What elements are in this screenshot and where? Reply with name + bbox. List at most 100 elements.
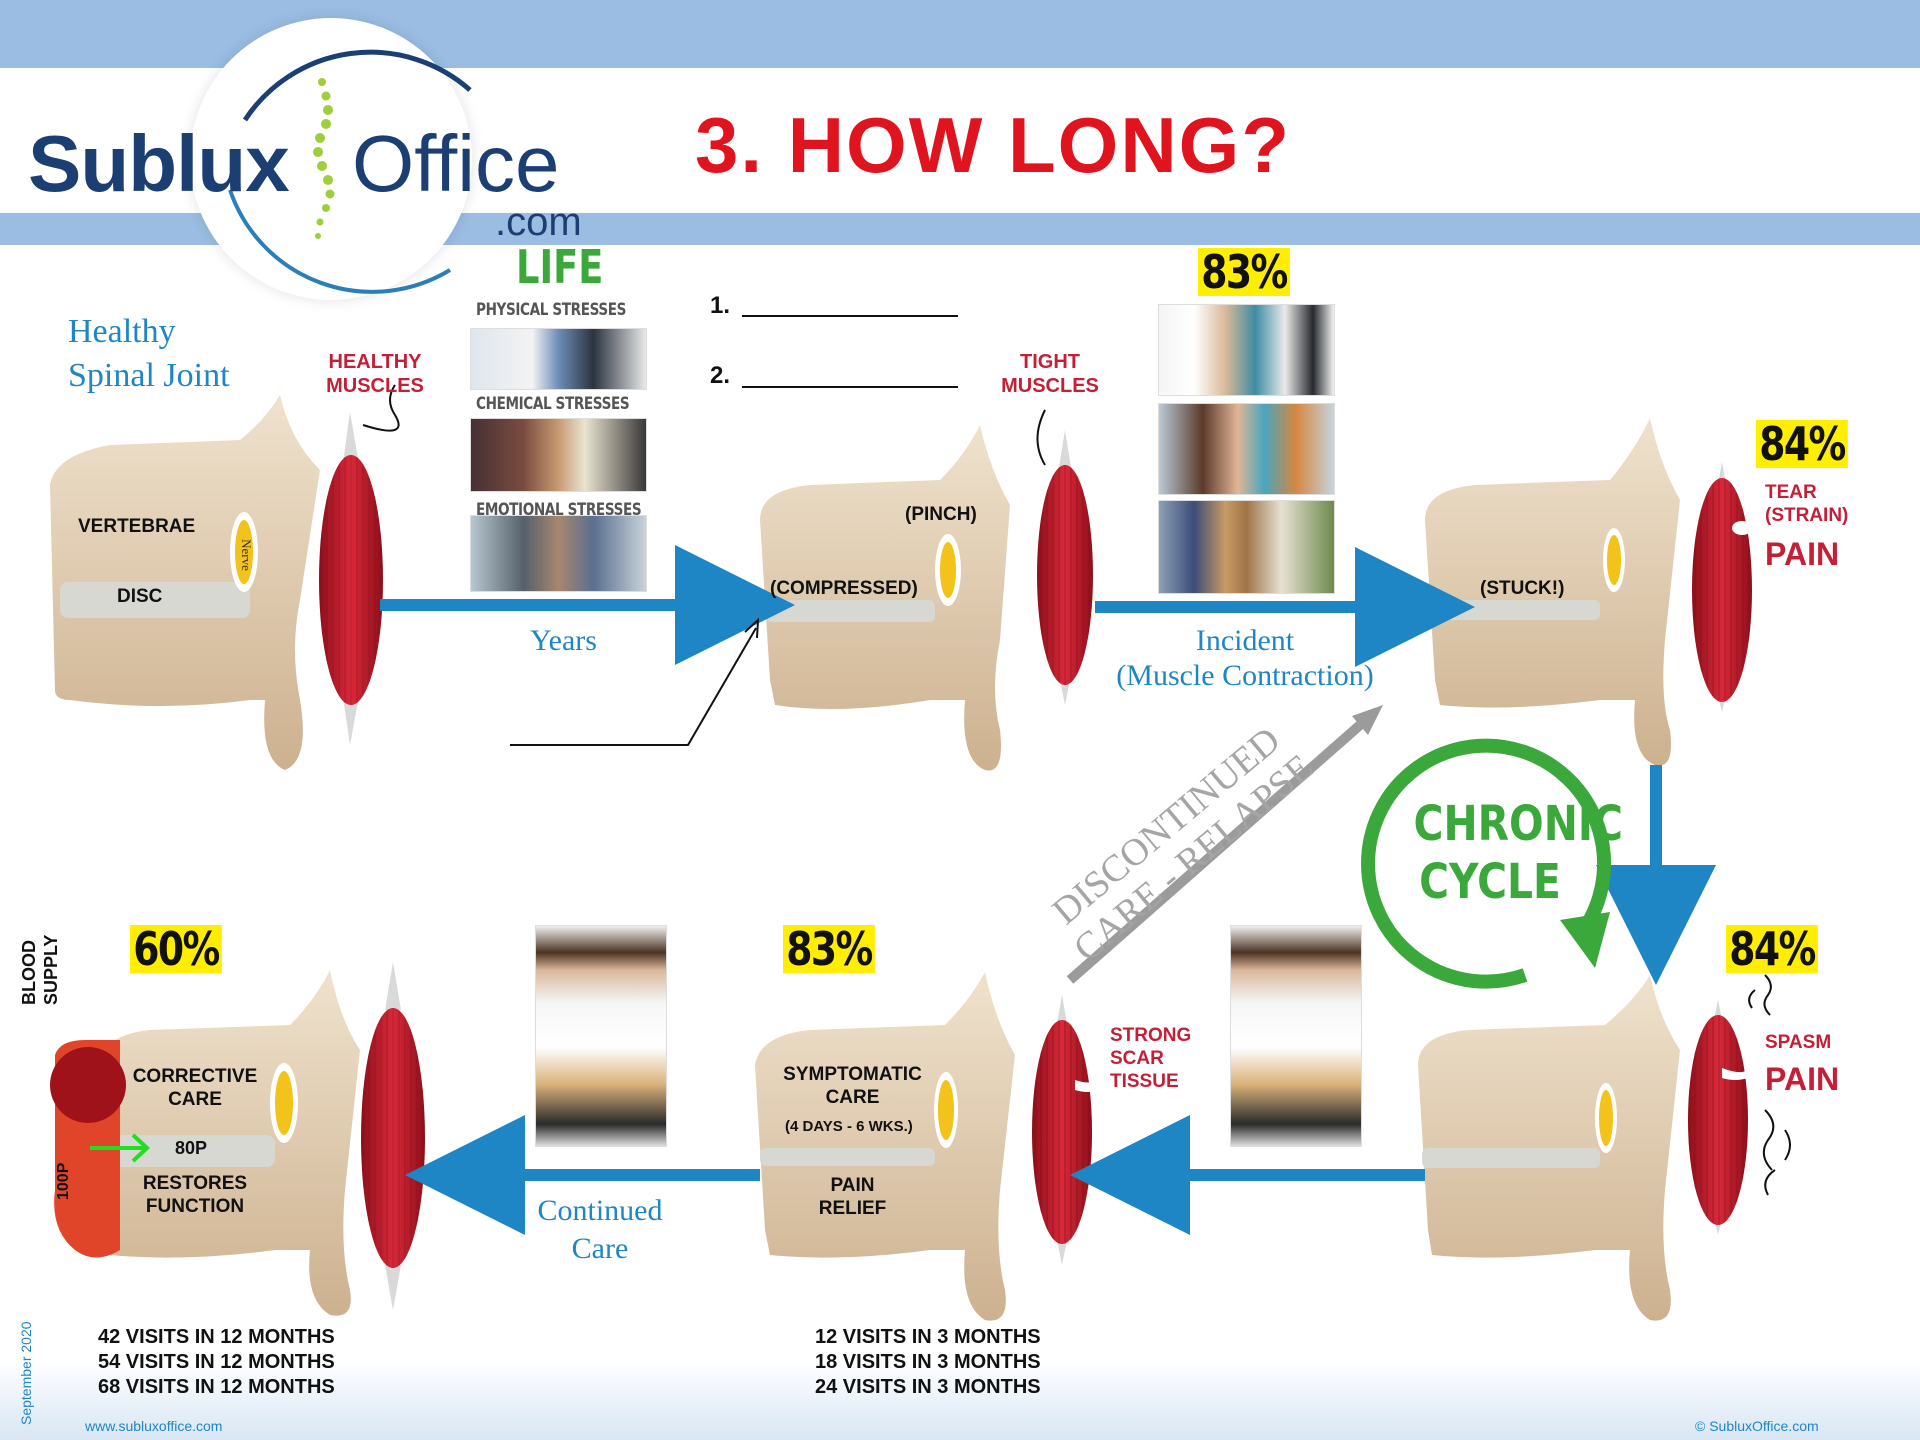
footer-date: September 2020 [18,1321,34,1425]
tear-line2: (STRAIN) [1765,504,1849,526]
emotional-stress-photo [470,515,647,592]
footer-copyright: © SubluxOffice.com [1695,1418,1819,1434]
chronic-line1: CHRONIC [1413,796,1623,852]
incident-photo-1 [1158,304,1335,396]
life-heading: LIFE [516,240,604,294]
tight-muscles-line2: MUSCLES [1001,375,1099,397]
continued-line1: Continued [537,1194,663,1227]
corrective-care-label: CORRECTIVE CARE [125,1066,265,1112]
chronic-cycle-arrow-icon [1361,738,1611,989]
p100-label: 100P [55,1162,72,1200]
chronic-cycle-text: CHRONIC CYCLE [1413,795,1623,911]
pain-label-top: PAIN [1765,536,1840,572]
scar-line1: STRONG [1110,1025,1192,1046]
pinch-label: (PINCH) [905,504,977,525]
muscle-icon [361,962,425,1310]
right-top-percentage: 84% [1756,420,1848,468]
compressed-label: (COMPRESSED) [770,578,918,599]
blood-supply-line2: SUPPLY [41,934,61,1005]
blood-vessel-icon [50,1040,150,1258]
healthy-muscles-label: HEALTHY MUSCLES [315,350,435,398]
p80-label: 80P [175,1138,208,1158]
symptomatic-duration: (4 DAYS - 6 WKS.) [785,1118,913,1135]
right-bottom-percentage: 84% [1726,925,1818,973]
visits-mid-3: 24 VISITS IN 3 MONTHS [815,1376,1041,1398]
muscle-icon [319,412,383,745]
healthy-muscles-line1: HEALTHY [328,351,422,373]
symptomatic-line1: SYMPTOMATIC [783,1064,922,1085]
adjustment-photo-middle [535,925,667,1147]
bottom-middle-percentage: 83% [783,925,875,973]
visits-middle: 12 VISITS IN 3 MONTHS 18 VISITS IN 3 MON… [815,1325,1041,1400]
corrective-line1: CORRECTIVE [132,1066,258,1087]
healthy-line2: Spinal Joint [68,357,230,394]
nerve-label: Nerve [238,539,254,571]
adjustment-photo-right [1230,925,1362,1147]
scar-line2: SCAR [1110,1047,1164,1069]
logo-office[interactable]: Office [352,119,560,208]
pain-relief-line2: RELIEF [818,1197,887,1219]
chronic-line2: CYCLE [1419,854,1561,910]
physical-stresses-label: PHYSICAL STRESSES [476,300,627,320]
top-middle-percentage: 83% [1198,248,1290,296]
vertebra-icon [95,970,360,1316]
stuck-label: (STUCK!) [1480,578,1565,599]
tight-muscles-line1: TIGHT [1020,351,1080,373]
incident-photo-2 [1158,403,1335,495]
healthy-muscles-line2: MUSCLES [326,375,424,397]
footer-fade [0,1360,1920,1440]
pain-relief-line1: PAIN [830,1175,875,1196]
corrective-line2: CARE [168,1088,222,1110]
tear-line1: TEAR [1765,482,1817,503]
continued-care-label: Continued Care [530,1192,670,1268]
continued-line2: Care [571,1232,629,1265]
disc-label: DISC [117,586,163,607]
page-title: 3. HOW LONG? [695,101,1291,189]
pain-label-bottom: PAIN [1765,1061,1840,1097]
logo-com: .com [495,200,582,244]
incident-line1: Incident [1195,624,1295,657]
vertebra-icon [50,395,320,770]
strong-scar-label: STRONG SCAR TISSUE [1110,1025,1191,1093]
years-label: Years [530,624,597,657]
symptomatic-line2: CARE [825,1086,880,1108]
incident-label: Incident (Muscle Contraction) [1110,624,1380,693]
vertebra-icon [1418,975,1680,1321]
restores-line2: FUNCTION [145,1195,245,1217]
spasm-label: SPASM [1765,1032,1832,1053]
visits-mid-1: 12 VISITS IN 3 MONTHS [815,1326,1041,1348]
chemical-stresses-label: CHEMICAL STRESSES [476,394,630,414]
vertebrae-label: VERTEBRAE [78,516,196,537]
blood-supply-label: BLOOD SUPPLY [18,935,62,1005]
tight-muscles-label: TIGHT MUSCLES [990,350,1110,398]
scar-line3: TISSUE [1110,1070,1179,1092]
healthy-line1: Healthy [68,313,176,350]
blood-supply-line1: BLOOD [19,940,39,1005]
symptomatic-care-label: SYMPTOMATIC CARE [765,1064,940,1110]
visits-left-3: 68 VISITS IN 12 MONTHS [98,1376,335,1398]
muscle-icon [1688,1000,1748,1235]
blank-1-number: 1. [710,292,731,319]
bottom-left-percentage: 60% [130,925,222,973]
visits-left-2: 54 VISITS IN 12 MONTHS [98,1351,335,1373]
visits-left: 42 VISITS IN 12 MONTHS 54 VISITS IN 12 M… [98,1325,335,1400]
spine-logo-icon [313,78,335,239]
vertebra-icon [760,425,1010,771]
muscle-icon [1032,995,1098,1265]
restores-function-label: RESTORES FUNCTION [135,1173,255,1219]
footer-url[interactable]: www.subluxoffice.com [85,1418,223,1434]
tear-strain-label: TEAR (STRAIN) [1765,482,1848,528]
chemical-stress-photo [470,418,647,492]
pain-relief-label: PAIN RELIEF [800,1175,905,1221]
muscle-icon [1037,430,1093,705]
restores-line1: RESTORES [142,1173,248,1194]
vertebra-icon [755,972,1015,1321]
physical-stress-photo [470,328,647,390]
incident-photo-3 [1158,500,1335,594]
incident-line2: (Muscle Contraction) [1116,658,1374,692]
visits-left-1: 42 VISITS IN 12 MONTHS [98,1326,335,1348]
muscle-icon [1692,462,1752,712]
logo-sublux[interactable]: Sublux [28,119,290,208]
